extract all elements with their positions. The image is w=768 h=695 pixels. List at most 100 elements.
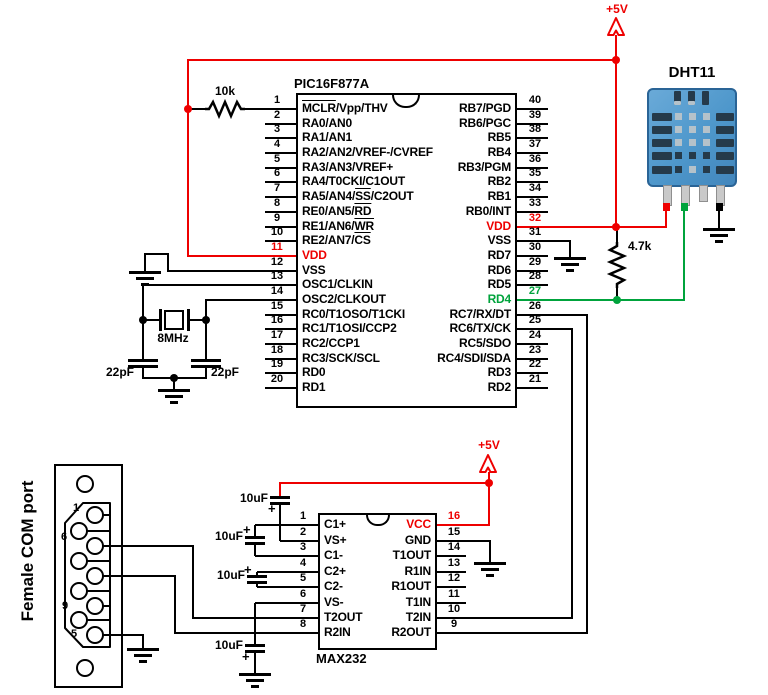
max232-chip-pin-name: C2- bbox=[324, 579, 343, 593]
pic16f877a-chip-pin-name: RA1/AN1 bbox=[302, 130, 352, 144]
ground-icon bbox=[136, 277, 154, 280]
vent-slot bbox=[674, 101, 681, 105]
pic16f877a-chip-pin-name: RD4 bbox=[487, 292, 512, 306]
wire-r47k-lead-b bbox=[616, 288, 618, 300]
wire-c1-vb bbox=[254, 545, 256, 556]
pic16f877a-chip-pin-stub bbox=[517, 372, 548, 374]
wire-t2in-h bbox=[437, 617, 573, 619]
pic16f877a-chip-pin-stub bbox=[517, 255, 548, 257]
pic16f877a-chip-pin-stub bbox=[517, 211, 548, 213]
cap-vsplus-value: 10uF bbox=[239, 491, 268, 505]
pic16f877a-chip-pin-stub bbox=[265, 343, 296, 345]
wire-pic12-v1 bbox=[167, 253, 169, 272]
vent-slot bbox=[652, 152, 672, 160]
capacitor-plate bbox=[245, 644, 265, 647]
max232-chip-pin-name: T2OUT bbox=[324, 610, 363, 624]
pic16f877a-chip-pin-name: RC7/RX/DT bbox=[449, 307, 511, 321]
wire-osc2-h bbox=[206, 299, 296, 301]
pic16f877a-chip-pin-stub bbox=[265, 211, 296, 213]
pic16f877a-chip-pin-number: 8 bbox=[273, 197, 281, 209]
wire-osc1-h bbox=[143, 284, 296, 286]
wire-tx-h bbox=[517, 328, 573, 330]
pic16f877a-chip-pin-name: RD1 bbox=[302, 380, 326, 394]
wire-r47k-lead-t bbox=[616, 228, 618, 242]
ground-icon bbox=[481, 568, 499, 571]
ground-icon bbox=[474, 562, 506, 565]
pic16f877a-chip-pin-stub bbox=[517, 358, 548, 360]
pic16f877a-chip-pin-name: RA3/AN3/VREF+ bbox=[302, 160, 394, 174]
wire-t1out-stub bbox=[437, 555, 466, 557]
cap-c2-value: 10uF bbox=[216, 568, 245, 582]
vent-slot bbox=[652, 126, 672, 134]
ground-icon bbox=[129, 271, 161, 274]
pic16f877a-chip-pin-stub bbox=[265, 358, 296, 360]
max232-chip-body bbox=[318, 513, 437, 650]
resistor-4k7-value: 4.7k bbox=[628, 239, 652, 253]
vent-slot bbox=[703, 126, 710, 133]
ground-icon bbox=[158, 389, 190, 392]
pic16f877a-chip-pin-number: 39 bbox=[528, 109, 542, 121]
max232-chip-pin-number: 1 bbox=[299, 510, 307, 522]
wire-xtal-lead-r bbox=[188, 319, 206, 321]
vent-slot bbox=[689, 126, 696, 133]
dht11-title: DHT11 bbox=[668, 64, 716, 81]
ground-icon bbox=[251, 685, 259, 688]
pic16f877a-chip-pin-name: RC2/CCP1 bbox=[302, 336, 360, 350]
wire-com5-v bbox=[142, 635, 144, 648]
pic16f877a-chip-pin-number: 15 bbox=[270, 300, 284, 312]
pic16f877a-chip-pin-number: 18 bbox=[270, 344, 284, 356]
cap-vsminus-value: 10uF bbox=[214, 638, 243, 652]
max232-chip-pin-number: 8 bbox=[299, 618, 307, 630]
pic16f877a-chip-pin-stub bbox=[265, 137, 296, 139]
wire-r2out-h bbox=[437, 632, 588, 634]
pic16f877a-chip-pin-stub bbox=[517, 387, 548, 389]
wire-t1in-stub bbox=[437, 602, 466, 604]
ground-icon bbox=[139, 660, 147, 663]
wire-c1-vt bbox=[254, 525, 256, 536]
pic16f877a-chip-pin-name: RE1/AN6/WR bbox=[302, 219, 375, 233]
pic16f877a-chip-pin-stub bbox=[517, 137, 548, 139]
wire-rail-top-v bbox=[615, 35, 617, 228]
junction-dot bbox=[613, 296, 621, 304]
pic16f877a-chip-pin-name: VDD bbox=[486, 219, 511, 233]
pic16f877a-chip-pin-name: RD3 bbox=[487, 365, 512, 379]
cap-polarity-mark: + bbox=[244, 562, 252, 577]
pic16f877a-chip-pin-number: 9 bbox=[273, 212, 281, 224]
pic16f877a-chip-pin-stub bbox=[517, 270, 548, 272]
sensor-leg-tip bbox=[716, 203, 723, 211]
junction-dot bbox=[485, 479, 493, 487]
wire-pic12-h2 bbox=[144, 253, 169, 255]
vent-slot bbox=[675, 139, 682, 146]
vent-slot bbox=[652, 139, 672, 147]
pic16f877a-chip-pin-name: RD6 bbox=[487, 263, 512, 277]
ground-icon bbox=[566, 269, 574, 272]
wire-r1out-stub bbox=[437, 586, 466, 588]
pic16f877a-chip-pin-number: 29 bbox=[528, 256, 542, 268]
ground-icon bbox=[239, 673, 271, 676]
max232-chip-pin-number: 13 bbox=[447, 557, 461, 569]
wire-captop-vb bbox=[279, 505, 281, 541]
pic16f877a-chip-pin-stub bbox=[517, 181, 548, 183]
cap-polarity-mark: + bbox=[268, 501, 276, 516]
pic16f877a-chip-pin-name: RC3/SCK/SCL bbox=[302, 351, 380, 365]
pic16f877a-chip-pin-number: 1 bbox=[273, 94, 281, 106]
vent-slot bbox=[702, 91, 709, 105]
vent-slot bbox=[674, 91, 681, 105]
junction-dot bbox=[202, 316, 210, 324]
max232-chip-pin-number: 2 bbox=[299, 526, 307, 538]
pic16f877a-chip-pin-name: RC1/T1OSI/CCP2 bbox=[302, 321, 397, 335]
max232-chip-pin-number: 6 bbox=[299, 588, 307, 600]
pic16f877a-chip-pin-name: RA4/T0CKI/C1OUT bbox=[302, 174, 406, 188]
vent-slot bbox=[716, 113, 734, 121]
vent-slot bbox=[689, 139, 696, 146]
pic16f877a-chip-pin-stub bbox=[265, 123, 296, 125]
wire-bus-gnd bbox=[173, 378, 175, 389]
wire-c2-vt bbox=[256, 572, 258, 575]
vent-slot bbox=[716, 126, 734, 134]
pic16f877a-chip-pin-name: RD2 bbox=[487, 380, 512, 394]
vent-slot bbox=[703, 139, 710, 146]
power-arrow-icon bbox=[607, 17, 625, 36]
max232-chip-pin-name: T2IN bbox=[405, 610, 431, 624]
wire-rx-h bbox=[517, 314, 588, 316]
pic16f877a-chip-pin-stub bbox=[265, 152, 296, 154]
